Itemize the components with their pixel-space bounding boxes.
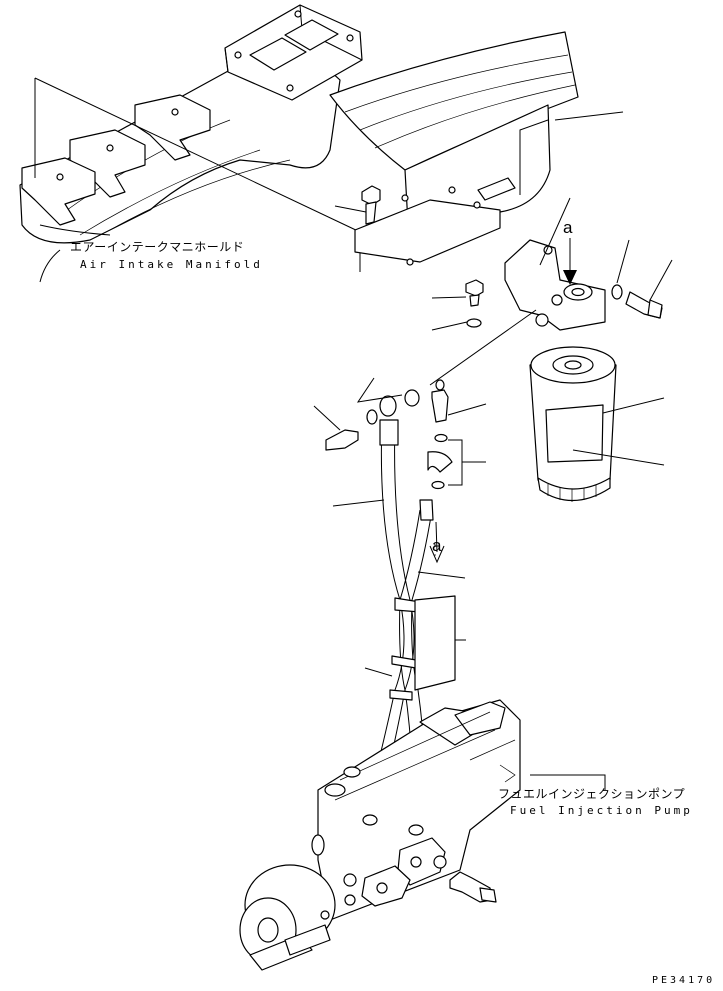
manifold-label-en: Air Intake Manifold [80,258,263,271]
small-bolt-washer [431,279,484,331]
fuel-injection-pump [239,699,606,971]
direction-marker-top: a [563,218,573,237]
fuel-hoses [332,419,466,881]
pump-bolt [449,871,497,903]
air-intake-manifold [19,4,363,283]
pump-label-jp: フュエルインジェクションポンプ [498,787,686,801]
head-mount-bolt [611,239,673,319]
pump-label-en: Fuel Injection Pump [510,804,693,817]
filter-head [429,197,606,386]
heat-shield-bracket [329,31,624,266]
fuel-filter-cartridge [529,346,665,502]
banjo-fittings [313,377,487,490]
manifold-label-jp: エアーインテークマニホールド [70,240,245,254]
hose-clip [414,595,466,691]
direction-marker-mid: a [432,536,442,555]
bracket-bolt [334,185,381,225]
drawing-code: PE34170 [652,975,716,986]
